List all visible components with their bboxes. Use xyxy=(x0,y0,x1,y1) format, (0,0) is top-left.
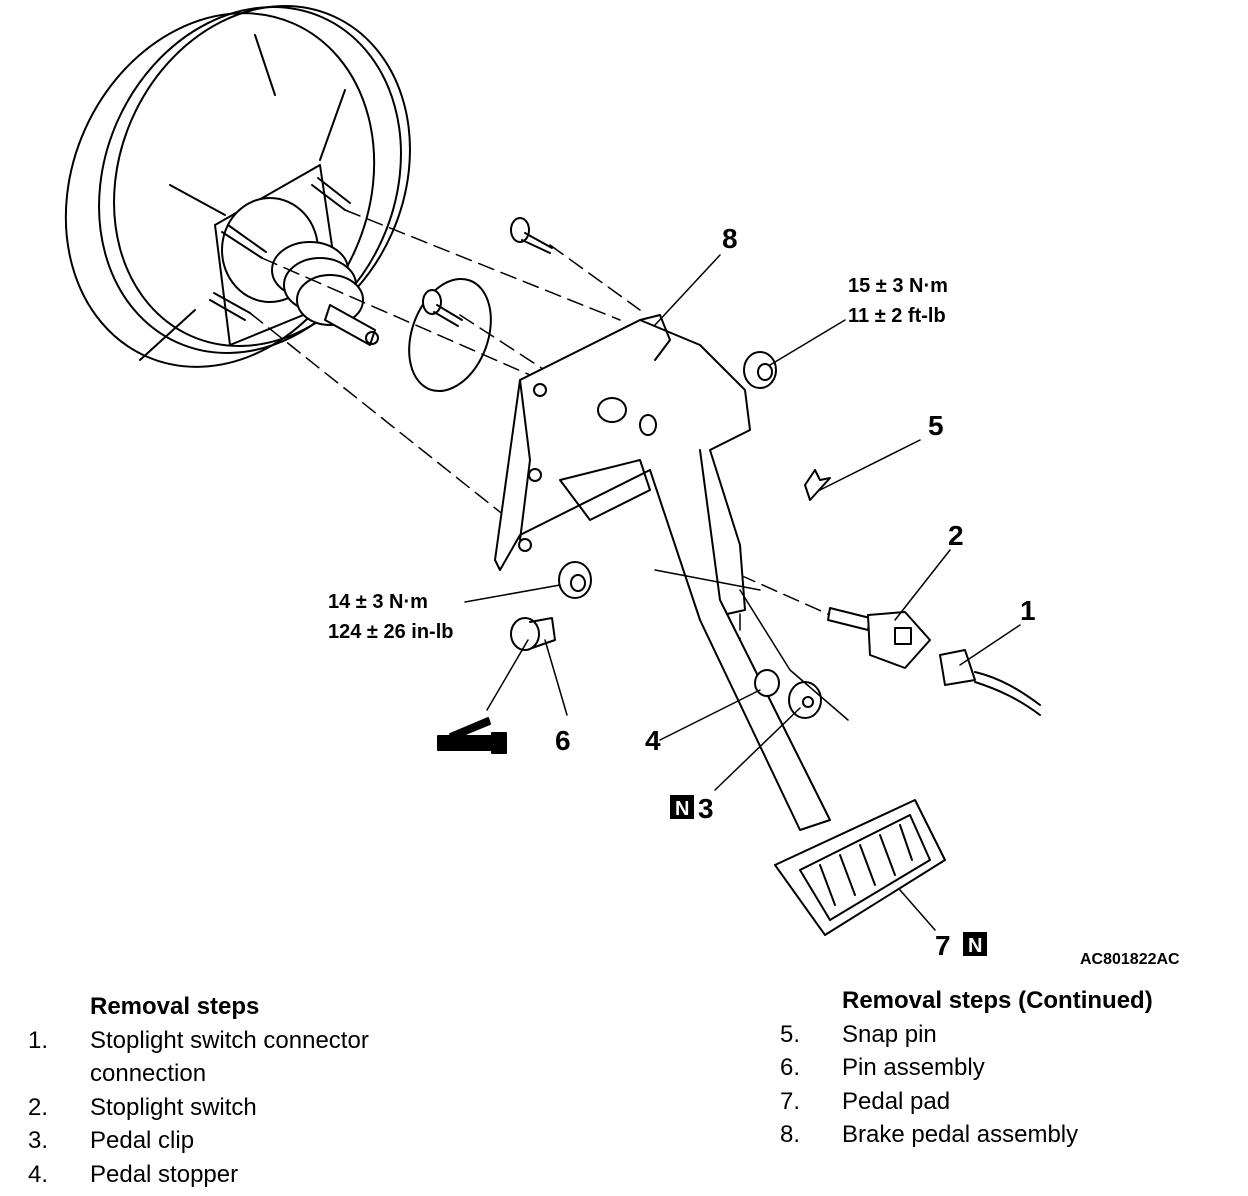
callout-1: 1 xyxy=(1020,595,1036,626)
torque-lower-metric: 14 ± 3 N·m xyxy=(328,591,428,613)
svg-text:N: N xyxy=(675,798,689,820)
step-text: Brake pedal assembly xyxy=(842,1121,1079,1148)
step-number: 8. xyxy=(780,1121,801,1148)
step-item: 1. Stoplight switch connector connection xyxy=(28,1024,468,1091)
gasket xyxy=(408,277,492,393)
step-text: Pedal pad xyxy=(842,1087,951,1115)
torque-lower-imperial: 124 ± 26 in-lb xyxy=(328,621,453,643)
booster-studs xyxy=(209,177,351,321)
step-text: Pedal stopper xyxy=(90,1160,239,1188)
nut-upper xyxy=(743,351,777,389)
grease-icon xyxy=(437,717,507,754)
step-text: Pin assembly xyxy=(842,1054,985,1081)
step-number: 3. xyxy=(28,1127,49,1154)
exploded-brake-pedal-diagram: 8 5 2 1 6 4 3 7 N N 15 ± 3 N·m 11 ± 2 ft… xyxy=(64,5,1180,968)
torque-upper-metric: 15 ± 3 N·m xyxy=(848,275,948,297)
callout-4: 4 xyxy=(645,725,661,756)
step-number: 2. xyxy=(28,1093,49,1121)
bracket-bolt-lower xyxy=(422,289,463,327)
step-text: Stoplight switch xyxy=(90,1093,257,1121)
stoplight-switch xyxy=(827,607,931,669)
figure-id: AC801822AC xyxy=(1080,951,1180,968)
pedal-pad xyxy=(774,799,946,936)
removal-steps-continued-heading: Removal steps (Continued) xyxy=(842,987,1153,1014)
removal-steps-heading: Removal steps xyxy=(90,993,260,1020)
step-number: 6. xyxy=(780,1054,801,1081)
nut-lower xyxy=(558,561,592,599)
step-item: 6. Pin assembly xyxy=(780,1051,1220,1085)
stopper-bracket-outline xyxy=(739,589,849,721)
removal-steps-right: Removal steps (Continued) 5. Snap pin 6.… xyxy=(780,984,1220,1152)
step-text: Stoplight switch connector connection xyxy=(90,1026,369,1088)
callout-7: 7 xyxy=(935,930,951,961)
step-item: 8. Brake pedal assembly xyxy=(780,1118,1220,1152)
stoplight-switch-connector xyxy=(939,649,1041,716)
n-badge-pedal-clip: N xyxy=(670,795,694,820)
pedal-stopper xyxy=(754,669,780,697)
leader-lines xyxy=(464,254,1021,931)
brake-booster xyxy=(64,5,411,368)
step-item: 5. Snap pin xyxy=(780,1018,1220,1052)
step-text: Pedal clip xyxy=(90,1127,195,1154)
step-number: 4. xyxy=(28,1160,49,1188)
n-badge-pedal-pad: N xyxy=(963,932,987,957)
svg-text:N: N xyxy=(968,935,982,957)
snap-pin xyxy=(804,469,831,501)
step-item: 3. Pedal clip xyxy=(28,1124,468,1158)
step-item: 4. Pedal stopper xyxy=(28,1158,468,1192)
callout-5: 5 xyxy=(928,410,944,441)
callout-3: 3 xyxy=(698,793,714,824)
pin-assembly xyxy=(510,617,556,651)
step-item: 2. Stoplight switch xyxy=(28,1091,468,1125)
callout-6: 6 xyxy=(555,725,571,756)
step-number: 5. xyxy=(780,1020,801,1048)
step-number: 7. xyxy=(780,1087,801,1115)
removal-steps-left: Removal steps 1. Stoplight switch connec… xyxy=(28,990,468,1191)
pedal-arm xyxy=(649,449,831,831)
step-number: 1. xyxy=(28,1026,49,1054)
callout-8: 8 xyxy=(722,223,738,254)
torque-upper-imperial: 11 ± 2 ft-lb xyxy=(848,305,946,327)
step-item: 7. Pedal pad xyxy=(780,1085,1220,1119)
bracket-bolt-upper xyxy=(510,217,553,254)
pedal-clip xyxy=(788,681,822,719)
callout-2: 2 xyxy=(948,520,964,551)
step-text: Snap pin xyxy=(842,1020,937,1048)
